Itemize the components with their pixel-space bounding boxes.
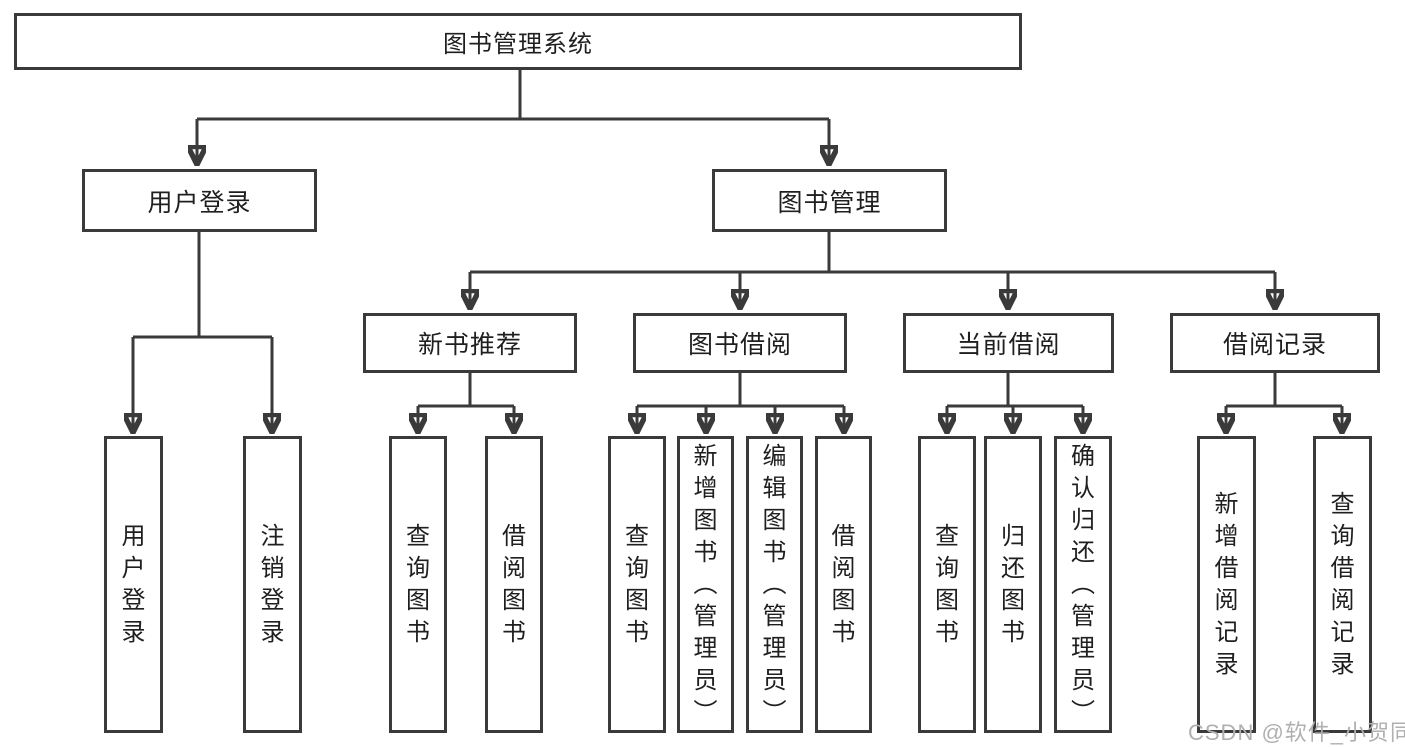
- spine-book-management: [470, 232, 1275, 274]
- leaf-current-return-books-label: 归 还 图 书: [1001, 522, 1025, 646]
- spine-borrow-records: [1226, 373, 1342, 408]
- spine-book-borrow: [637, 373, 844, 408]
- node-current-borrow: 当前借阅: [903, 313, 1114, 373]
- node-borrow-records: 借阅记录: [1170, 313, 1380, 373]
- leaf-logout-login: 注 销 登 录: [243, 436, 302, 733]
- leaf-recommend-query-books: 查 询 图 书: [389, 436, 447, 733]
- node-book-management: 图书管理: [712, 169, 947, 232]
- node-book-borrow: 图书借阅: [633, 313, 847, 373]
- leaf-records-query-borrow-record: 查 询 借 阅 记 录: [1313, 436, 1372, 733]
- node-root-label: 图书管理系统: [443, 31, 593, 58]
- node-new-book-recommend: 新书推荐: [363, 313, 577, 373]
- node-user-login: 用户登录: [82, 169, 317, 232]
- leaf-current-query-books: 查 询 图 书: [918, 436, 976, 733]
- spine-current-borrow: [947, 373, 1083, 408]
- leaf-recommend-borrow-books-label: 借 阅 图 书: [502, 522, 526, 646]
- node-book-borrow-label: 图书借阅: [687, 331, 792, 359]
- leaf-borrow-borrow-books: 借 阅 图 书: [815, 436, 872, 733]
- node-user-login-label: 用户登录: [147, 188, 252, 217]
- leaf-recommend-borrow-books: 借 阅 图 书: [485, 436, 543, 733]
- leaf-current-return-books: 归 还 图 书: [984, 436, 1042, 733]
- node-root: 图书管理系统: [14, 13, 1022, 70]
- leaf-borrow-add-books-admin-label: 新 增 图 书 ︵ 管 理 员 ︶: [693, 442, 718, 726]
- leaf-borrow-query-books: 查 询 图 书: [608, 436, 666, 733]
- csdn-watermark: CSDN @软件_小贺同学: [1188, 720, 1405, 745]
- leaf-borrow-edit-books-admin-label: 编 辑 图 书 ︵ 管 理 员 ︶: [762, 442, 787, 726]
- node-new-book-recommend-label: 新书推荐: [417, 331, 522, 359]
- leaf-borrow-query-books-label: 查 询 图 书: [625, 522, 649, 646]
- leaf-borrow-edit-books-admin: 编 辑 图 书 ︵ 管 理 员 ︶: [746, 436, 803, 733]
- leaf-logout-login-label: 注 销 登 录: [260, 522, 285, 646]
- leaf-current-query-books-label: 查 询 图 书: [935, 522, 959, 646]
- leaf-current-confirm-return-admin: 确 认 归 还 ︵ 管 理 员 ︶: [1054, 436, 1112, 733]
- spine-root: [197, 70, 829, 121]
- leaf-recommend-query-books-label: 查 询 图 书: [406, 522, 430, 646]
- leaf-user-login-label: 用 户 登 录: [121, 522, 146, 646]
- leaf-borrow-add-books-admin: 新 增 图 书 ︵ 管 理 员 ︶: [677, 436, 734, 733]
- node-book-management-label: 图书管理: [777, 188, 882, 217]
- node-current-borrow-label: 当前借阅: [956, 331, 1061, 359]
- leaf-records-query-borrow-record-label: 查 询 借 阅 记 录: [1330, 490, 1355, 678]
- leaf-records-add-borrow-record-label: 新 增 借 阅 记 录: [1214, 490, 1239, 678]
- leaf-records-add-borrow-record: 新 增 借 阅 记 录: [1197, 436, 1256, 733]
- spine-new-book-recommend: [418, 373, 514, 408]
- leaf-user-login: 用 户 登 录: [104, 436, 163, 733]
- leaf-borrow-borrow-books-label: 借 阅 图 书: [831, 522, 856, 646]
- spine-user-login: [133, 232, 272, 339]
- node-borrow-records-label: 借阅记录: [1222, 331, 1327, 359]
- leaf-current-confirm-return-admin-label: 确 认 归 还 ︵ 管 理 员 ︶: [1071, 442, 1095, 726]
